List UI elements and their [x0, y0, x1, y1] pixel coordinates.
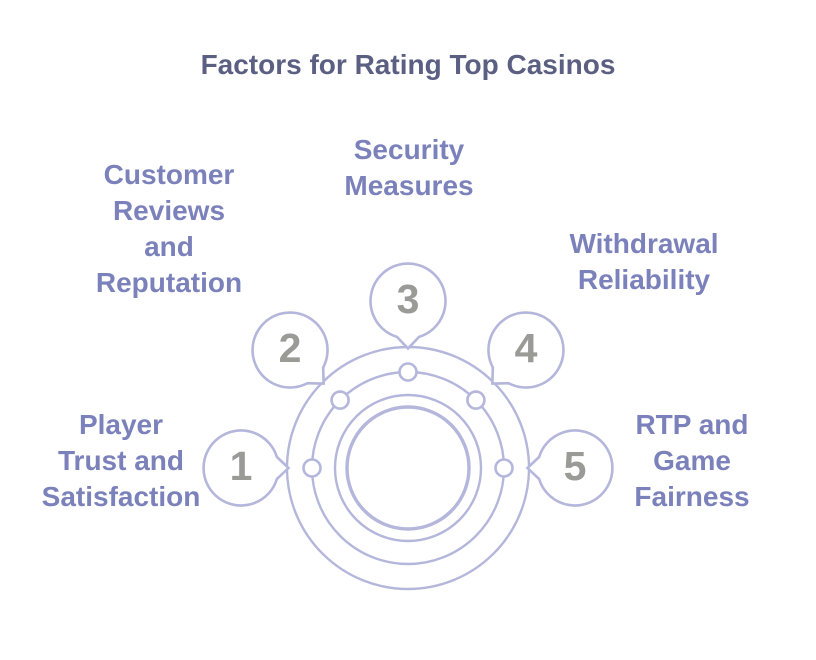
- bubble-4: [487, 311, 565, 389]
- bubble-2: [251, 311, 329, 389]
- bubble-3: [369, 262, 447, 351]
- bubble-number-5: 5: [564, 443, 587, 489]
- node-dot-2: [330, 390, 350, 410]
- middle-ring: [333, 393, 483, 543]
- bubble-number-4: 4: [515, 325, 538, 371]
- diagram-title: Factors for Rating Top Casinos: [200, 49, 616, 80]
- bubble-number-3: 3: [397, 276, 420, 322]
- inner-ring: [345, 405, 471, 531]
- node-dot-3: [398, 362, 418, 382]
- node-dot-1: [302, 458, 322, 478]
- bubble-2-shape: [251, 311, 329, 389]
- node-dot-5: [494, 458, 514, 478]
- node-dot-4: [466, 390, 486, 410]
- bubble-4-shape: [487, 311, 565, 389]
- factor-label-rtp-fairness: RTP and Game Fairness: [634, 409, 750, 512]
- bubble-1: [202, 429, 291, 507]
- factor-label-player-trust: Player Trust and Satisfaction: [41, 409, 201, 512]
- bubble-number-2: 2: [279, 325, 302, 371]
- bubble-1-shape: [202, 429, 291, 507]
- factor-label-security-measures: Security Measures: [344, 134, 474, 201]
- factor-label-customer-reviews: Customer Reviews and Reputation: [95, 159, 243, 298]
- bubble-3-shape: [369, 262, 447, 351]
- factor-label-withdrawal-reliability: Withdrawal Reliability: [569, 228, 719, 295]
- bubble-5-shape: [525, 429, 614, 507]
- bubble-number-1: 1: [230, 443, 253, 489]
- bubble-5: [525, 429, 614, 507]
